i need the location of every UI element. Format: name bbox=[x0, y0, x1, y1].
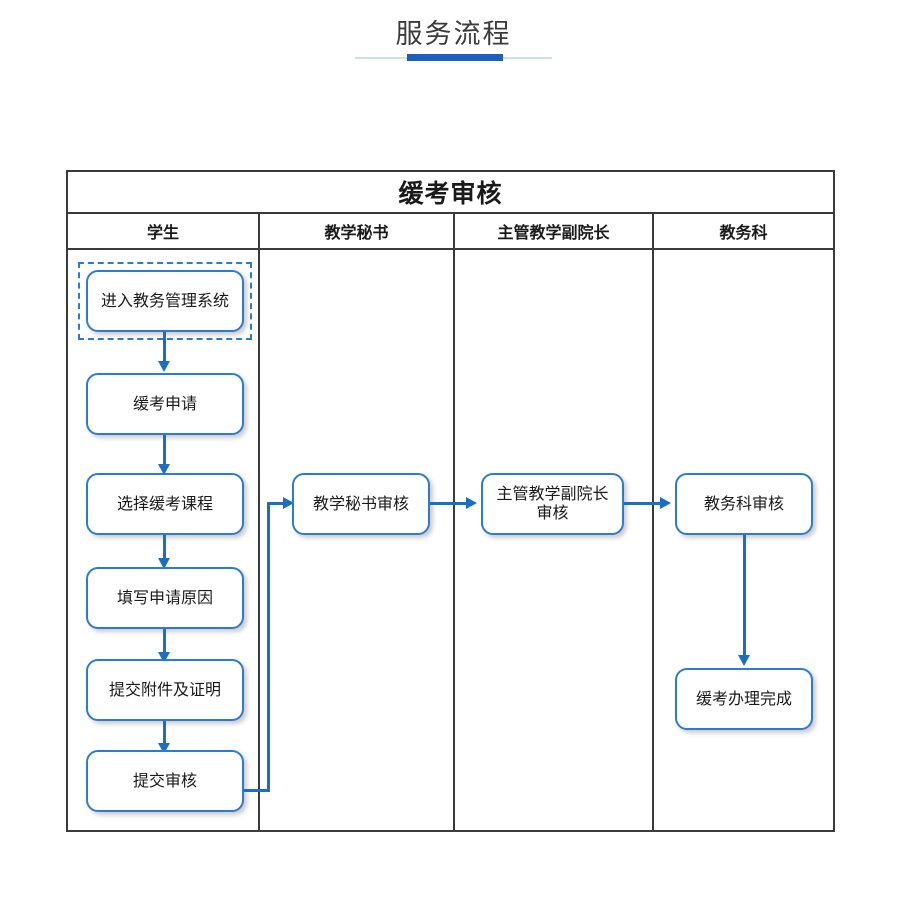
edge-fill-reason-to-submit-attach bbox=[163, 629, 166, 657]
edge-secretary-to-vicedean bbox=[430, 502, 468, 505]
edge-arrow-right-icon bbox=[283, 497, 294, 509]
lane-divider-3 bbox=[652, 250, 654, 830]
flow-node-label: 缓考申请 bbox=[132, 393, 197, 413]
page-header: 服务流程 bbox=[0, 0, 907, 80]
edge-arrow-down-icon bbox=[158, 558, 170, 569]
edge-arrow-down-icon bbox=[738, 655, 750, 666]
lane-divider-2 bbox=[453, 250, 455, 830]
flow-node-label: 选择缓考课程 bbox=[116, 493, 213, 513]
flow-node-defer-apply[interactable]: 缓考申请 bbox=[86, 373, 244, 435]
flow-node-choose-course[interactable]: 选择缓考课程 bbox=[86, 473, 244, 535]
flow-node-label: 填写申请原因 bbox=[116, 587, 213, 607]
lane-header-vice-dean: 主管教学副院长 bbox=[453, 214, 652, 248]
edge-choose-course-to-fill-reason bbox=[163, 535, 166, 563]
edge-arrow-down-icon bbox=[158, 464, 170, 475]
lane-header-registry: 教务科 bbox=[652, 214, 833, 248]
flow-node-registry-review[interactable]: 教务科审核 bbox=[675, 473, 813, 535]
title-rule-accent bbox=[407, 54, 503, 61]
flow-node-submit-attach[interactable]: 提交附件及证明 bbox=[86, 659, 244, 721]
lane-divider-1 bbox=[258, 250, 260, 830]
edge-submit-review-to-secretary-segment-v bbox=[267, 502, 270, 792]
edge-submit-review-to-secretary-segment-h1 bbox=[244, 789, 270, 792]
edge-submit-review-to-secretary-segment-h2 bbox=[267, 502, 285, 505]
edge-submit-attach-to-submit-review bbox=[163, 721, 166, 748]
flow-node-vicedean-review[interactable]: 主管教学副院长 审核 bbox=[481, 473, 624, 535]
flow-node-label: 教学秘书审核 bbox=[312, 493, 409, 513]
edge-arrow-down-icon bbox=[158, 652, 170, 663]
lane-header-student: 学生 bbox=[146, 223, 179, 242]
flow-node-fill-reason[interactable]: 填写申请原因 bbox=[86, 567, 244, 629]
swimlane-header-row: 学生 教学秘书 主管教学副院长 教务科 bbox=[68, 214, 833, 250]
edge-registry-to-done bbox=[743, 535, 746, 657]
edge-defer-apply-to-choose-course bbox=[163, 435, 166, 466]
lane-header-secretary: 教学秘书 bbox=[258, 214, 453, 248]
swimlane-title: 缓考审核 bbox=[398, 179, 503, 208]
flow-node-submit-review[interactable]: 提交审核 bbox=[86, 750, 244, 812]
flow-node-label: 缓考办理完成 bbox=[695, 688, 792, 708]
flow-node-label: 进入教务管理系统 bbox=[100, 290, 229, 310]
edge-arrow-down-icon bbox=[158, 361, 170, 372]
edge-arrow-right-icon bbox=[660, 497, 671, 509]
edge-vicedean-to-registry bbox=[624, 502, 662, 505]
flow-node-label: 教务科审核 bbox=[703, 493, 784, 513]
swimlane-title-row: 缓考审核 bbox=[68, 172, 833, 214]
flow-node-secretary-review[interactable]: 教学秘书审核 bbox=[292, 473, 430, 535]
flow-node-label: 提交附件及证明 bbox=[108, 679, 221, 699]
flow-node-done[interactable]: 缓考办理完成 bbox=[675, 668, 813, 730]
edge-enter-system-to-defer-apply bbox=[163, 332, 166, 363]
flow-node-label: 提交审核 bbox=[132, 770, 197, 790]
flow-node-enter-system[interactable]: 进入教务管理系统 bbox=[86, 270, 244, 332]
edge-arrow-right-icon bbox=[466, 497, 477, 509]
flow-node-label: 主管教学副院长 审核 bbox=[496, 484, 609, 522]
page-title: 服务流程 bbox=[395, 19, 512, 50]
edge-arrow-down-icon bbox=[158, 743, 170, 754]
